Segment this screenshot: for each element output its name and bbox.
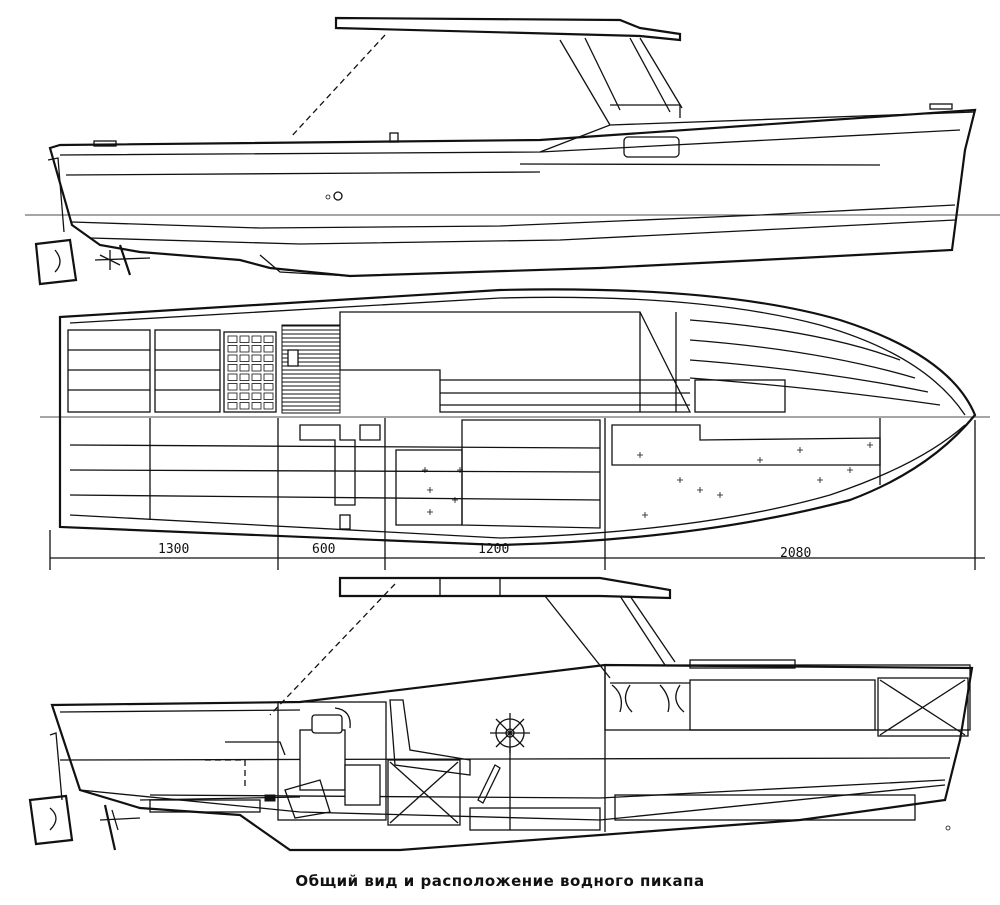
grate-cell xyxy=(227,354,238,362)
grate-cell xyxy=(239,392,250,400)
outboard-leg xyxy=(34,238,78,286)
grate-cell xyxy=(263,373,274,381)
fastener-cross xyxy=(457,467,463,473)
side-view-exterior xyxy=(25,16,1000,286)
grate-cell xyxy=(239,335,250,343)
grate-cell xyxy=(263,402,274,410)
grate-cell xyxy=(251,392,262,400)
boat-drawing: 1300 600 1200 2080 xyxy=(25,16,1000,852)
plan-view: 1300 600 1200 2080 xyxy=(40,288,990,570)
fastener-cross xyxy=(427,487,433,493)
fastener-marks xyxy=(422,442,873,518)
grate-cell xyxy=(239,345,250,353)
section-hull-outline xyxy=(50,663,974,852)
grate-cell xyxy=(239,383,250,391)
grate-cell xyxy=(251,364,262,372)
grate-cell xyxy=(227,392,238,400)
dimension-600: 600 xyxy=(312,542,335,557)
grate-cell xyxy=(263,364,274,372)
section-canopy xyxy=(338,576,672,600)
hull-outline xyxy=(48,108,977,278)
dimension-1300: 1300 xyxy=(158,542,189,557)
engine-box-hatched xyxy=(281,324,341,414)
inboard-motor-icon xyxy=(284,707,381,819)
grate-cell xyxy=(263,354,274,362)
fastener-cross xyxy=(697,487,703,493)
fastener-cross xyxy=(427,509,433,515)
grate-cell xyxy=(251,345,262,353)
fastener-cross xyxy=(642,512,648,518)
grate-cell xyxy=(227,345,238,353)
grate-cell xyxy=(227,402,238,410)
grate-cell xyxy=(263,345,274,353)
fastener-cross xyxy=(867,442,873,448)
grate-cell xyxy=(227,383,238,391)
porthole xyxy=(333,191,343,201)
grate-cell xyxy=(251,373,262,381)
section-outboard-leg xyxy=(28,794,74,846)
grate-cell xyxy=(227,373,238,381)
cabin-window xyxy=(623,136,680,158)
floor-grate xyxy=(223,331,277,413)
plan-hull-outline xyxy=(58,288,977,547)
fastener-cross xyxy=(422,467,428,473)
steering-wheel-icon xyxy=(490,713,530,830)
grate-cell xyxy=(251,383,262,391)
fastener-cross xyxy=(452,497,458,503)
grate-cells xyxy=(227,335,274,410)
driver-seat xyxy=(389,699,471,776)
grate-cell xyxy=(263,335,274,343)
grate-cell xyxy=(239,354,250,362)
grate-cell xyxy=(239,373,250,381)
profile-section xyxy=(28,576,974,852)
grate-cell xyxy=(263,392,274,400)
fastener-cross xyxy=(797,447,803,453)
dimension-2080: 2080 xyxy=(780,546,811,561)
fastener-cross xyxy=(757,457,763,463)
fastener-cross xyxy=(717,492,723,498)
grate-cell xyxy=(227,335,238,343)
grate-cell xyxy=(251,354,262,362)
grate-cell xyxy=(239,364,250,372)
grate-cell xyxy=(227,364,238,372)
fastener-cross xyxy=(677,477,683,483)
grate-cell xyxy=(251,402,262,410)
fastener-cross xyxy=(637,452,643,458)
cabin-top xyxy=(339,311,692,413)
canopy-roof xyxy=(334,16,682,42)
figure-caption: Общий вид и расположение водного пикапа xyxy=(295,872,705,890)
dimension-1200: 1200 xyxy=(478,542,509,557)
fastener-cross xyxy=(847,467,853,473)
grate-cell xyxy=(263,383,274,391)
fastener-cross xyxy=(817,477,823,483)
grate-cell xyxy=(239,402,250,410)
grate-cell xyxy=(251,335,262,343)
